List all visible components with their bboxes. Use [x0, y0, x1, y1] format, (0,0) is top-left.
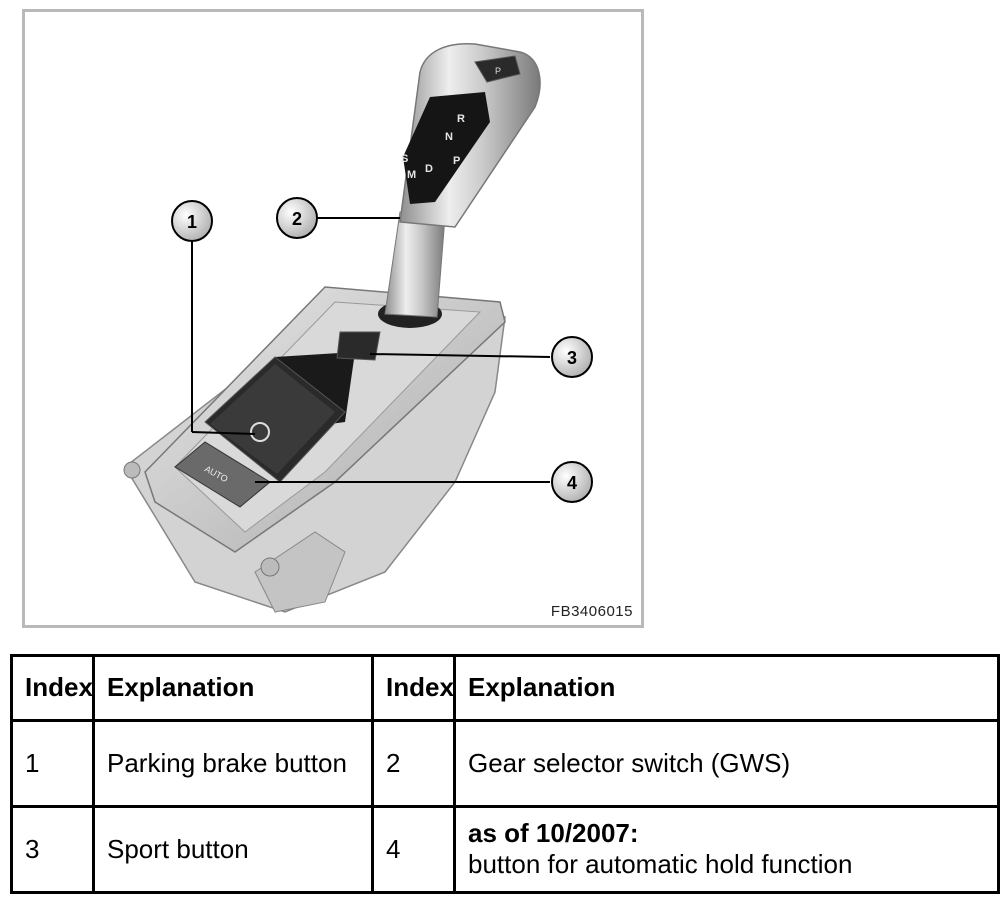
- callout-2: 2: [276, 197, 318, 239]
- callout-3: 3: [551, 336, 593, 378]
- header-index-b: Index: [371, 654, 456, 722]
- shift-pattern-r: R: [457, 113, 465, 125]
- shift-pattern-n: N: [445, 131, 453, 143]
- shift-pattern-m: M: [407, 169, 416, 181]
- svg-text:4: 4: [567, 473, 577, 493]
- lever-shaft: [384, 211, 446, 318]
- mount-screw: [260, 557, 280, 577]
- cell-explanation-text: button for automatic hold function: [468, 849, 853, 880]
- gear-selector-illustration: AUTO P R N P D S M: [123, 43, 593, 613]
- lever-display: [403, 92, 490, 204]
- cell-index: 3: [10, 804, 95, 895]
- leader-3: [369, 353, 551, 358]
- cell-index: 1: [10, 718, 95, 808]
- mount-screw: [123, 461, 141, 479]
- cell-explanation: Parking brake button: [92, 718, 374, 808]
- cell-index: 4: [371, 804, 456, 895]
- svg-text:2: 2: [292, 209, 302, 229]
- header-explanation-b: Explanation: [453, 654, 1000, 722]
- table-row: 3 Sport button 4 as of 10/2007: button f…: [10, 804, 1000, 895]
- leader-1b: [191, 431, 256, 435]
- table-row: 1 Parking brake button 2 Gear selector s…: [10, 718, 1000, 808]
- callout-4: 4: [551, 461, 593, 503]
- svg-text:3: 3: [567, 348, 577, 368]
- header-explanation-a: Explanation: [92, 654, 374, 722]
- header-index-a: Index: [10, 654, 95, 722]
- legend-table: Index Explanation Index Explanation 1 Pa…: [10, 654, 1000, 895]
- base-mount: [254, 531, 346, 613]
- cell-explanation: Sport button: [92, 804, 374, 895]
- park-button: [474, 55, 521, 83]
- sport-button: [336, 331, 381, 361]
- parking-brake-icon: [250, 422, 270, 442]
- cell-explanation: as of 10/2007: button for automatic hold…: [453, 804, 1000, 895]
- shift-pattern-d: D: [425, 163, 433, 175]
- park-button-label: P: [495, 66, 501, 76]
- shift-pattern-s: S: [401, 153, 408, 165]
- svg-text:1: 1: [187, 212, 197, 232]
- cell-explanation-bold: as of 10/2007:: [468, 818, 639, 849]
- cell-explanation: Gear selector switch (GWS): [453, 718, 1000, 808]
- cell-index: 2: [371, 718, 456, 808]
- figure-frame: AUTO P R N P D S M: [22, 9, 644, 628]
- table-header-row: Index Explanation Index Explanation: [10, 654, 1000, 722]
- shift-pattern-p: P: [453, 155, 460, 167]
- figure-id-label: FB3406015: [550, 603, 633, 620]
- callout-1: 1: [171, 200, 213, 242]
